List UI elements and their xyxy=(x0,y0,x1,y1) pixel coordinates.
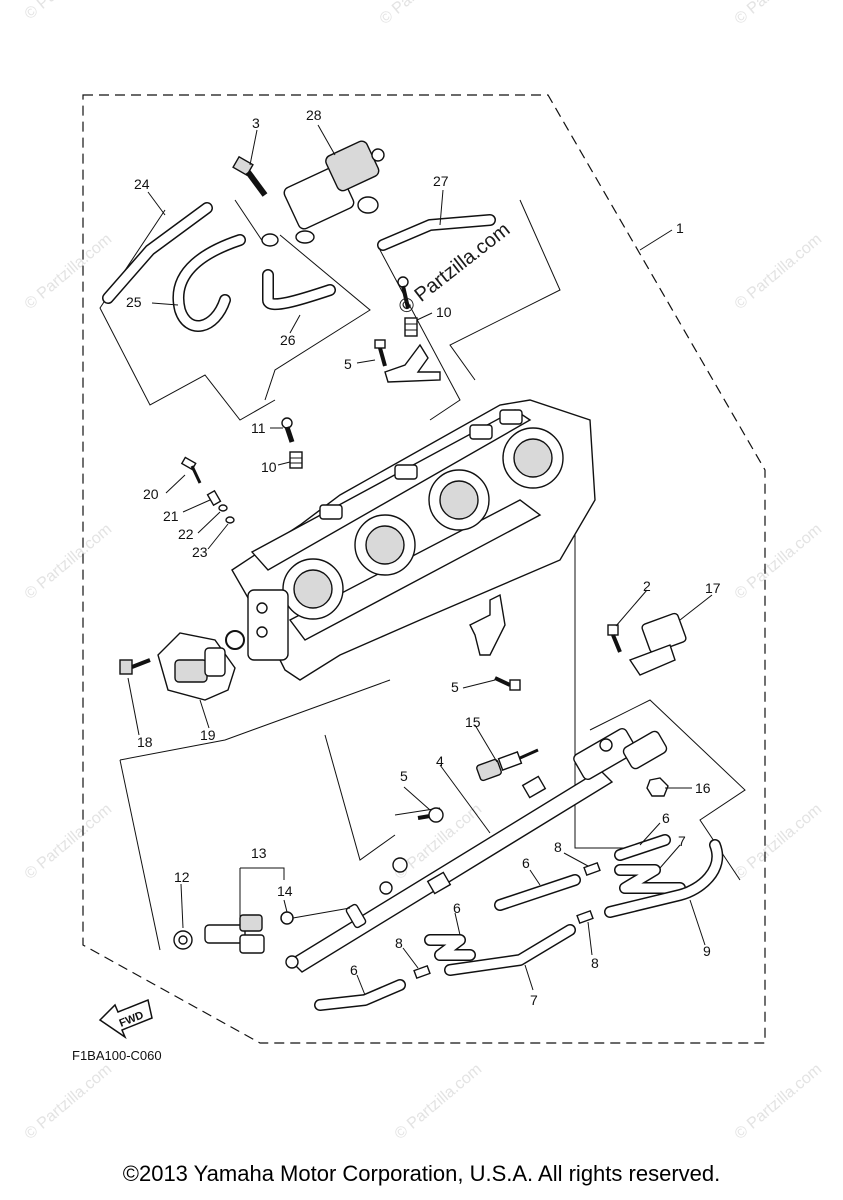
clamps-8 xyxy=(413,861,601,980)
fwd-arrow-icon: FWD xyxy=(98,998,153,1040)
callout-7-a: 7 xyxy=(678,833,686,849)
figure-code: F1BA100-C060 xyxy=(72,1048,162,1063)
callout-13: 13 xyxy=(251,845,267,861)
callout-17: 17 xyxy=(705,580,721,596)
callout-6-d: 6 xyxy=(350,962,358,978)
callout-7-b: 7 xyxy=(530,992,538,1008)
bolt-18 xyxy=(119,658,151,675)
callout-24: 24 xyxy=(134,176,150,192)
callout-21: 21 xyxy=(163,508,179,524)
throttle-body xyxy=(231,399,596,681)
callout-2: 2 xyxy=(643,578,651,594)
bolt-2 xyxy=(607,624,622,653)
callout-8-c: 8 xyxy=(591,955,599,971)
leader-lines xyxy=(127,124,713,996)
washer-12 xyxy=(173,930,193,950)
bolt-upper-right xyxy=(397,276,410,309)
bolt-3 xyxy=(232,155,268,197)
hoses-lower xyxy=(314,834,724,1011)
callout-1: 1 xyxy=(676,220,684,236)
callout-6-c: 6 xyxy=(453,900,461,916)
spring-21 xyxy=(206,489,222,507)
assembly-boundary xyxy=(82,94,766,1044)
callout-15: 15 xyxy=(465,714,481,730)
washer-22 xyxy=(218,504,228,512)
watermark: © Partzilla.com xyxy=(732,801,826,883)
bolt-5-mid xyxy=(494,676,521,691)
callout-26: 26 xyxy=(280,332,296,348)
group-brackets xyxy=(99,199,746,951)
injector-13 xyxy=(204,914,265,954)
watermark: © Partzilla.com xyxy=(732,231,826,313)
callout-8-a: 8 xyxy=(554,839,562,855)
oring-23 xyxy=(225,516,235,524)
nut-16 xyxy=(646,777,669,797)
screw-5-lower xyxy=(417,807,444,823)
hose-27 xyxy=(377,214,496,251)
sensor-17 xyxy=(628,612,687,676)
screw-11 xyxy=(281,417,295,443)
fuel-rail-4 xyxy=(285,728,668,973)
callout-10-left: 10 xyxy=(261,459,277,475)
callout-11: 11 xyxy=(251,420,266,436)
callout-22: 22 xyxy=(178,526,194,542)
spring-10-left xyxy=(289,451,303,469)
oring-14 xyxy=(280,911,294,925)
copyright-notice: ©2013 Yamaha Motor Corporation, U.S.A. A… xyxy=(122,1161,721,1186)
hose-24-25 xyxy=(102,202,246,332)
spring-10-top xyxy=(404,317,418,337)
watermark: © Partzilla.com xyxy=(22,801,116,883)
callouts: 1 2 3 4 5 5 5 6 6 6 6 7 7 8 8 8 9 10 10 … xyxy=(126,107,721,1008)
callout-23: 23 xyxy=(192,544,208,560)
callout-27: 27 xyxy=(433,173,449,189)
callout-19: 19 xyxy=(200,727,216,743)
watermark: © Partzilla.com xyxy=(732,1061,826,1143)
callout-6-b: 6 xyxy=(522,855,530,871)
oring-sensor xyxy=(225,630,245,650)
callout-3: 3 xyxy=(252,115,260,131)
callout-10-upper: 10 xyxy=(436,304,452,320)
screw-20 xyxy=(180,456,202,484)
watermark: © Partzilla.com xyxy=(732,0,826,28)
callout-14: 14 xyxy=(277,883,293,899)
callout-4: 4 xyxy=(436,753,444,769)
callout-18: 18 xyxy=(137,734,153,750)
callout-8-b: 8 xyxy=(395,935,403,951)
callout-28: 28 xyxy=(306,107,322,123)
bracket-lower xyxy=(469,593,506,656)
watermark: © Partzilla.com xyxy=(22,231,116,313)
bolt-5-top xyxy=(374,339,387,367)
callout-6-a: 6 xyxy=(662,810,670,826)
watermark: © Partzilla.com xyxy=(377,0,471,28)
hose-26 xyxy=(262,269,336,311)
bracket-top xyxy=(384,343,441,383)
watermark: © Partzilla.com xyxy=(732,521,826,603)
callout-25: 25 xyxy=(126,294,142,310)
watermark: © Partzilla.com xyxy=(22,0,116,23)
callout-5-upper: 5 xyxy=(344,356,352,372)
callout-12: 12 xyxy=(174,869,190,885)
watermark: © Partzilla.com xyxy=(392,1061,486,1143)
callout-5-lower: 5 xyxy=(400,768,408,784)
valve-assembly-28 xyxy=(261,140,385,247)
watermark: © Partzilla.com xyxy=(22,521,116,603)
sensor-15 xyxy=(476,748,539,782)
watermark: © Partzilla.com xyxy=(22,1061,116,1143)
sensor-19 xyxy=(157,632,236,701)
callout-9: 9 xyxy=(703,943,711,959)
callout-16: 16 xyxy=(695,780,711,796)
callout-5-middle: 5 xyxy=(451,679,459,695)
callout-20: 20 xyxy=(143,486,159,502)
